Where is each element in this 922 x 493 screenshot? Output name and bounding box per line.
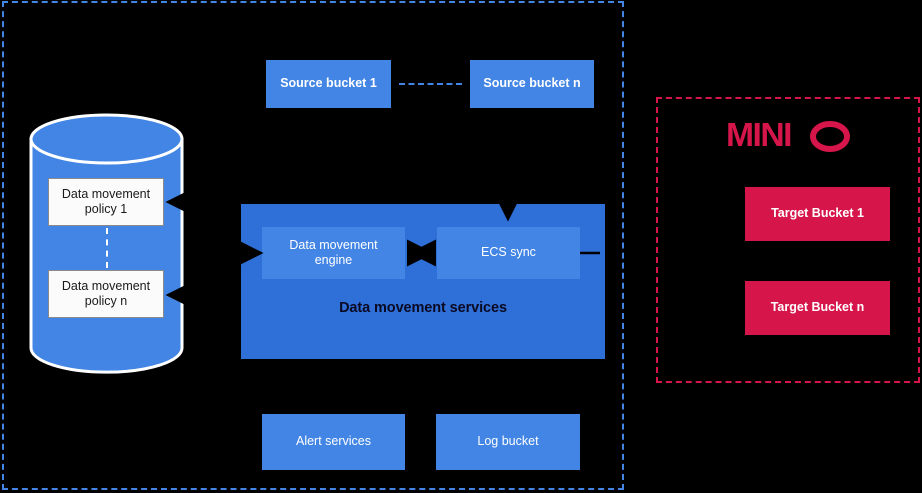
data-movement-policy-n[interactable]: Data movement policy n bbox=[48, 270, 164, 318]
policy-dashed-link bbox=[106, 228, 108, 268]
engine-line2: engine bbox=[314, 253, 353, 267]
policy-1-line1: Data movement bbox=[61, 187, 151, 201]
data-movement-policy-1[interactable]: Data movement policy 1 bbox=[48, 178, 164, 226]
engine-line1: Data movement bbox=[289, 237, 378, 252]
source-bucket-n[interactable]: Source bucket n bbox=[470, 60, 594, 108]
log-bucket[interactable]: Log bucket bbox=[436, 414, 580, 470]
data-movement-engine-label: Data movement engine bbox=[289, 238, 377, 269]
source-bucket-1[interactable]: Source bucket 1 bbox=[266, 60, 391, 108]
source-buckets-dashed-link bbox=[399, 83, 462, 85]
policy-1-line2: policy 1 bbox=[84, 202, 128, 216]
policy-n-label: Data movement policy n bbox=[62, 279, 150, 309]
policy-n-line1: Data movement bbox=[61, 279, 151, 293]
ecs-sync[interactable]: ECS sync bbox=[437, 227, 580, 279]
data-movement-engine[interactable]: Data movement engine bbox=[262, 227, 405, 279]
svg-text:MINI: MINI bbox=[726, 119, 791, 153]
data-movement-services-title: Data movement services bbox=[339, 300, 507, 316]
target-bucket-n[interactable]: Target Bucket n bbox=[745, 281, 890, 335]
alert-services[interactable]: Alert services bbox=[262, 414, 405, 470]
target-bucket-1[interactable]: Target Bucket 1 bbox=[745, 187, 890, 241]
minio-logo: MINI bbox=[656, 115, 920, 157]
policy-1-label: Data movement policy 1 bbox=[62, 187, 150, 217]
source-environment-boundary bbox=[2, 1, 624, 490]
policy-n-line2: policy n bbox=[84, 294, 128, 308]
minio-boundary bbox=[656, 97, 920, 383]
